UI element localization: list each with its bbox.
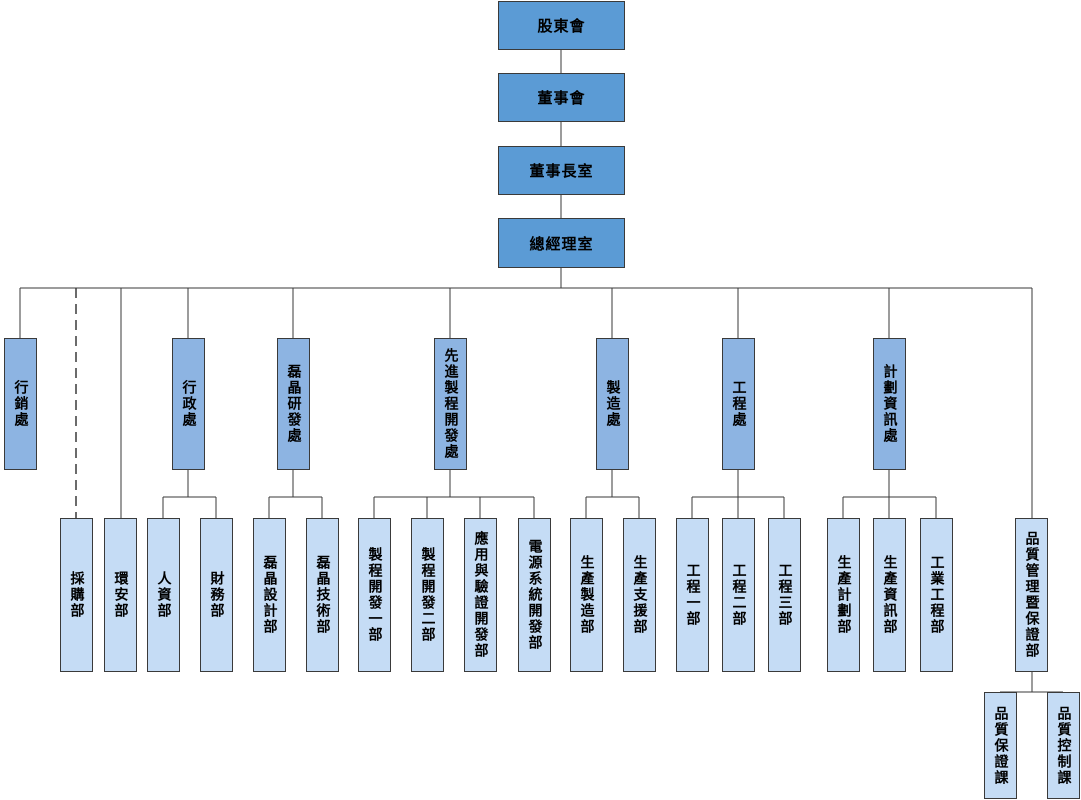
qa-section-label: 品質保證課 bbox=[992, 705, 1009, 786]
purchasing-dept-box: 採購部 bbox=[60, 518, 93, 672]
power-system-dept-label: 電源系統開發部 bbox=[526, 539, 543, 651]
esh-dept-label: 環安部 bbox=[112, 571, 129, 619]
qa-management-dept-label: 品質管理暨保證部 bbox=[1023, 531, 1040, 659]
production-info-dept-label: 生產資訊部 bbox=[881, 555, 898, 635]
production-support-dept-box: 生產支援部 bbox=[623, 518, 656, 672]
industrial-eng-dept-box: 工業工程部 bbox=[920, 518, 953, 672]
process-dev1-dept-label: 製程開發一部 bbox=[366, 547, 383, 643]
marketing-division-label: 行銷處 bbox=[12, 380, 29, 428]
shareholders-meeting-label: 股東會 bbox=[537, 17, 586, 35]
advanced-process-division-box: 先進製程開發處 bbox=[434, 338, 467, 470]
planning-it-division-label: 計劃資訊處 bbox=[881, 364, 898, 444]
engineering-3-dept-box: 工程三部 bbox=[768, 518, 801, 672]
esh-dept-box: 環安部 bbox=[104, 518, 137, 672]
admin-division-label: 行政處 bbox=[180, 380, 197, 428]
engineering-3-dept-label: 工程三部 bbox=[776, 563, 793, 627]
production-support-dept-label: 生產支援部 bbox=[631, 555, 648, 635]
engineering-1-dept-label: 工程一部 bbox=[684, 563, 701, 627]
purchasing-dept-label: 採購部 bbox=[68, 571, 85, 619]
engineering-2-dept-box: 工程二部 bbox=[722, 518, 755, 672]
chairman-office-box: 董事長室 bbox=[498, 146, 625, 195]
production-mfg-dept-box: 生產製造部 bbox=[570, 518, 603, 672]
epi-design-dept-box: 磊晶設計部 bbox=[253, 518, 286, 672]
manufacturing-division-label: 製造處 bbox=[604, 380, 621, 428]
epi-tech-dept-box: 磊晶技術部 bbox=[306, 518, 339, 672]
industrial-eng-dept-label: 工業工程部 bbox=[928, 555, 945, 635]
engineering-1-dept-box: 工程一部 bbox=[676, 518, 709, 672]
manufacturing-division-box: 製造處 bbox=[596, 338, 629, 470]
hr-dept-box: 人資部 bbox=[147, 518, 180, 672]
gm-office-box: 總經理室 bbox=[498, 218, 625, 268]
epi-rd-division-label: 磊晶研發處 bbox=[285, 364, 302, 444]
qa-section-box: 品質保證課 bbox=[984, 692, 1017, 799]
app-verification-dept-label: 應用與驗證開發部 bbox=[472, 531, 489, 659]
marketing-division-box: 行銷處 bbox=[4, 338, 37, 470]
production-mfg-dept-label: 生產製造部 bbox=[578, 555, 595, 635]
gm-office-label: 總經理室 bbox=[529, 234, 594, 253]
planning-it-division-box: 計劃資訊處 bbox=[873, 338, 906, 470]
process-dev2-dept-label: 製程開發二部 bbox=[419, 547, 436, 643]
engineering-2-dept-label: 工程二部 bbox=[730, 563, 747, 627]
qa-management-dept-box: 品質管理暨保證部 bbox=[1015, 518, 1048, 672]
process-dev2-dept-box: 製程開發二部 bbox=[411, 518, 444, 672]
admin-division-box: 行政處 bbox=[172, 338, 205, 470]
epi-tech-dept-label: 磊晶技術部 bbox=[314, 555, 331, 635]
qc-section-box: 品質控制課 bbox=[1047, 692, 1080, 799]
process-dev1-dept-box: 製程開發一部 bbox=[358, 518, 391, 672]
chairman-office-label: 董事長室 bbox=[529, 162, 594, 180]
qc-section-label: 品質控制課 bbox=[1055, 705, 1072, 786]
shareholders-meeting-box: 股東會 bbox=[498, 1, 625, 50]
epi-design-dept-label: 磊晶設計部 bbox=[261, 555, 278, 635]
epi-rd-division-box: 磊晶研發處 bbox=[277, 338, 310, 470]
advanced-process-division-label: 先進製程開發處 bbox=[442, 348, 459, 460]
production-info-dept-box: 生產資訊部 bbox=[873, 518, 906, 672]
app-verification-dept-box: 應用與驗證開發部 bbox=[464, 518, 497, 672]
engineering-division-box: 工程處 bbox=[722, 338, 755, 470]
board-of-directors-box: 董事會 bbox=[498, 73, 625, 122]
finance-dept-box: 財務部 bbox=[200, 518, 233, 672]
production-planning-dept-label: 生產計劃部 bbox=[835, 555, 852, 635]
hr-dept-label: 人資部 bbox=[155, 571, 172, 619]
engineering-division-label: 工程處 bbox=[730, 380, 747, 428]
board-of-directors-label: 董事會 bbox=[537, 89, 586, 107]
production-planning-dept-box: 生產計劃部 bbox=[827, 518, 860, 672]
power-system-dept-box: 電源系統開發部 bbox=[518, 518, 551, 672]
finance-dept-label: 財務部 bbox=[208, 571, 225, 619]
